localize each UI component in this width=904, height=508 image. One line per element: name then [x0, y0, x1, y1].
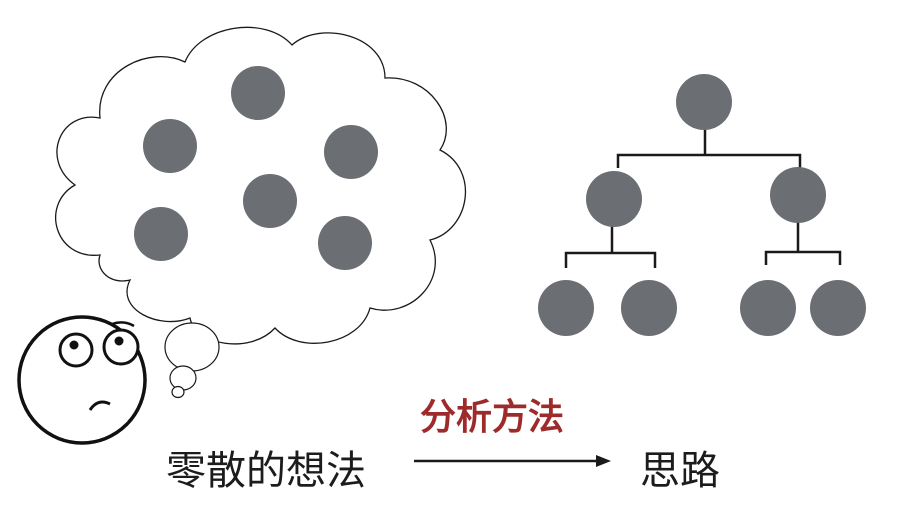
approach-label: 思路: [640, 448, 720, 494]
tree-nodes: [538, 74, 866, 336]
left-pupil: [69, 340, 79, 350]
tree-root-node: [676, 74, 732, 130]
thought-bubbles: [164, 322, 220, 399]
idea-dot: [231, 66, 285, 120]
scattered-dots: [134, 66, 378, 270]
tree-leaf-node: [621, 280, 677, 336]
thought-bubble-small: [171, 385, 185, 399]
tree-connectors: [564, 128, 842, 268]
tree-node-left: [586, 171, 642, 227]
tree-leaf-node: [810, 280, 866, 336]
right-eye: [102, 328, 140, 366]
right-pupil: [114, 336, 124, 346]
right-bracket: [764, 250, 842, 265]
scattered-thoughts-label: 零散的想法: [166, 448, 366, 494]
idea-dot: [318, 216, 372, 270]
tree-leaf-node: [740, 280, 796, 336]
arrow-head: [596, 455, 611, 467]
tree-node-right: [770, 167, 826, 223]
left-eye: [58, 332, 94, 368]
thought-bubble-large: [164, 322, 220, 372]
idea-dot: [134, 207, 188, 261]
analysis-method-label: 分析方法: [420, 397, 565, 438]
raised-eyebrow: [111, 321, 135, 328]
left-bracket: [564, 251, 657, 268]
idea-dot: [324, 125, 378, 179]
thinking-face-icon: [17, 315, 147, 445]
thought-bubble-medium: [169, 365, 197, 391]
idea-dot: [243, 174, 297, 228]
level1-bracket: [616, 153, 802, 168]
arrow-right-icon: [414, 455, 611, 467]
frown-mouth: [88, 400, 111, 411]
idea-dot: [143, 119, 197, 173]
tree-leaf-node: [538, 280, 594, 336]
